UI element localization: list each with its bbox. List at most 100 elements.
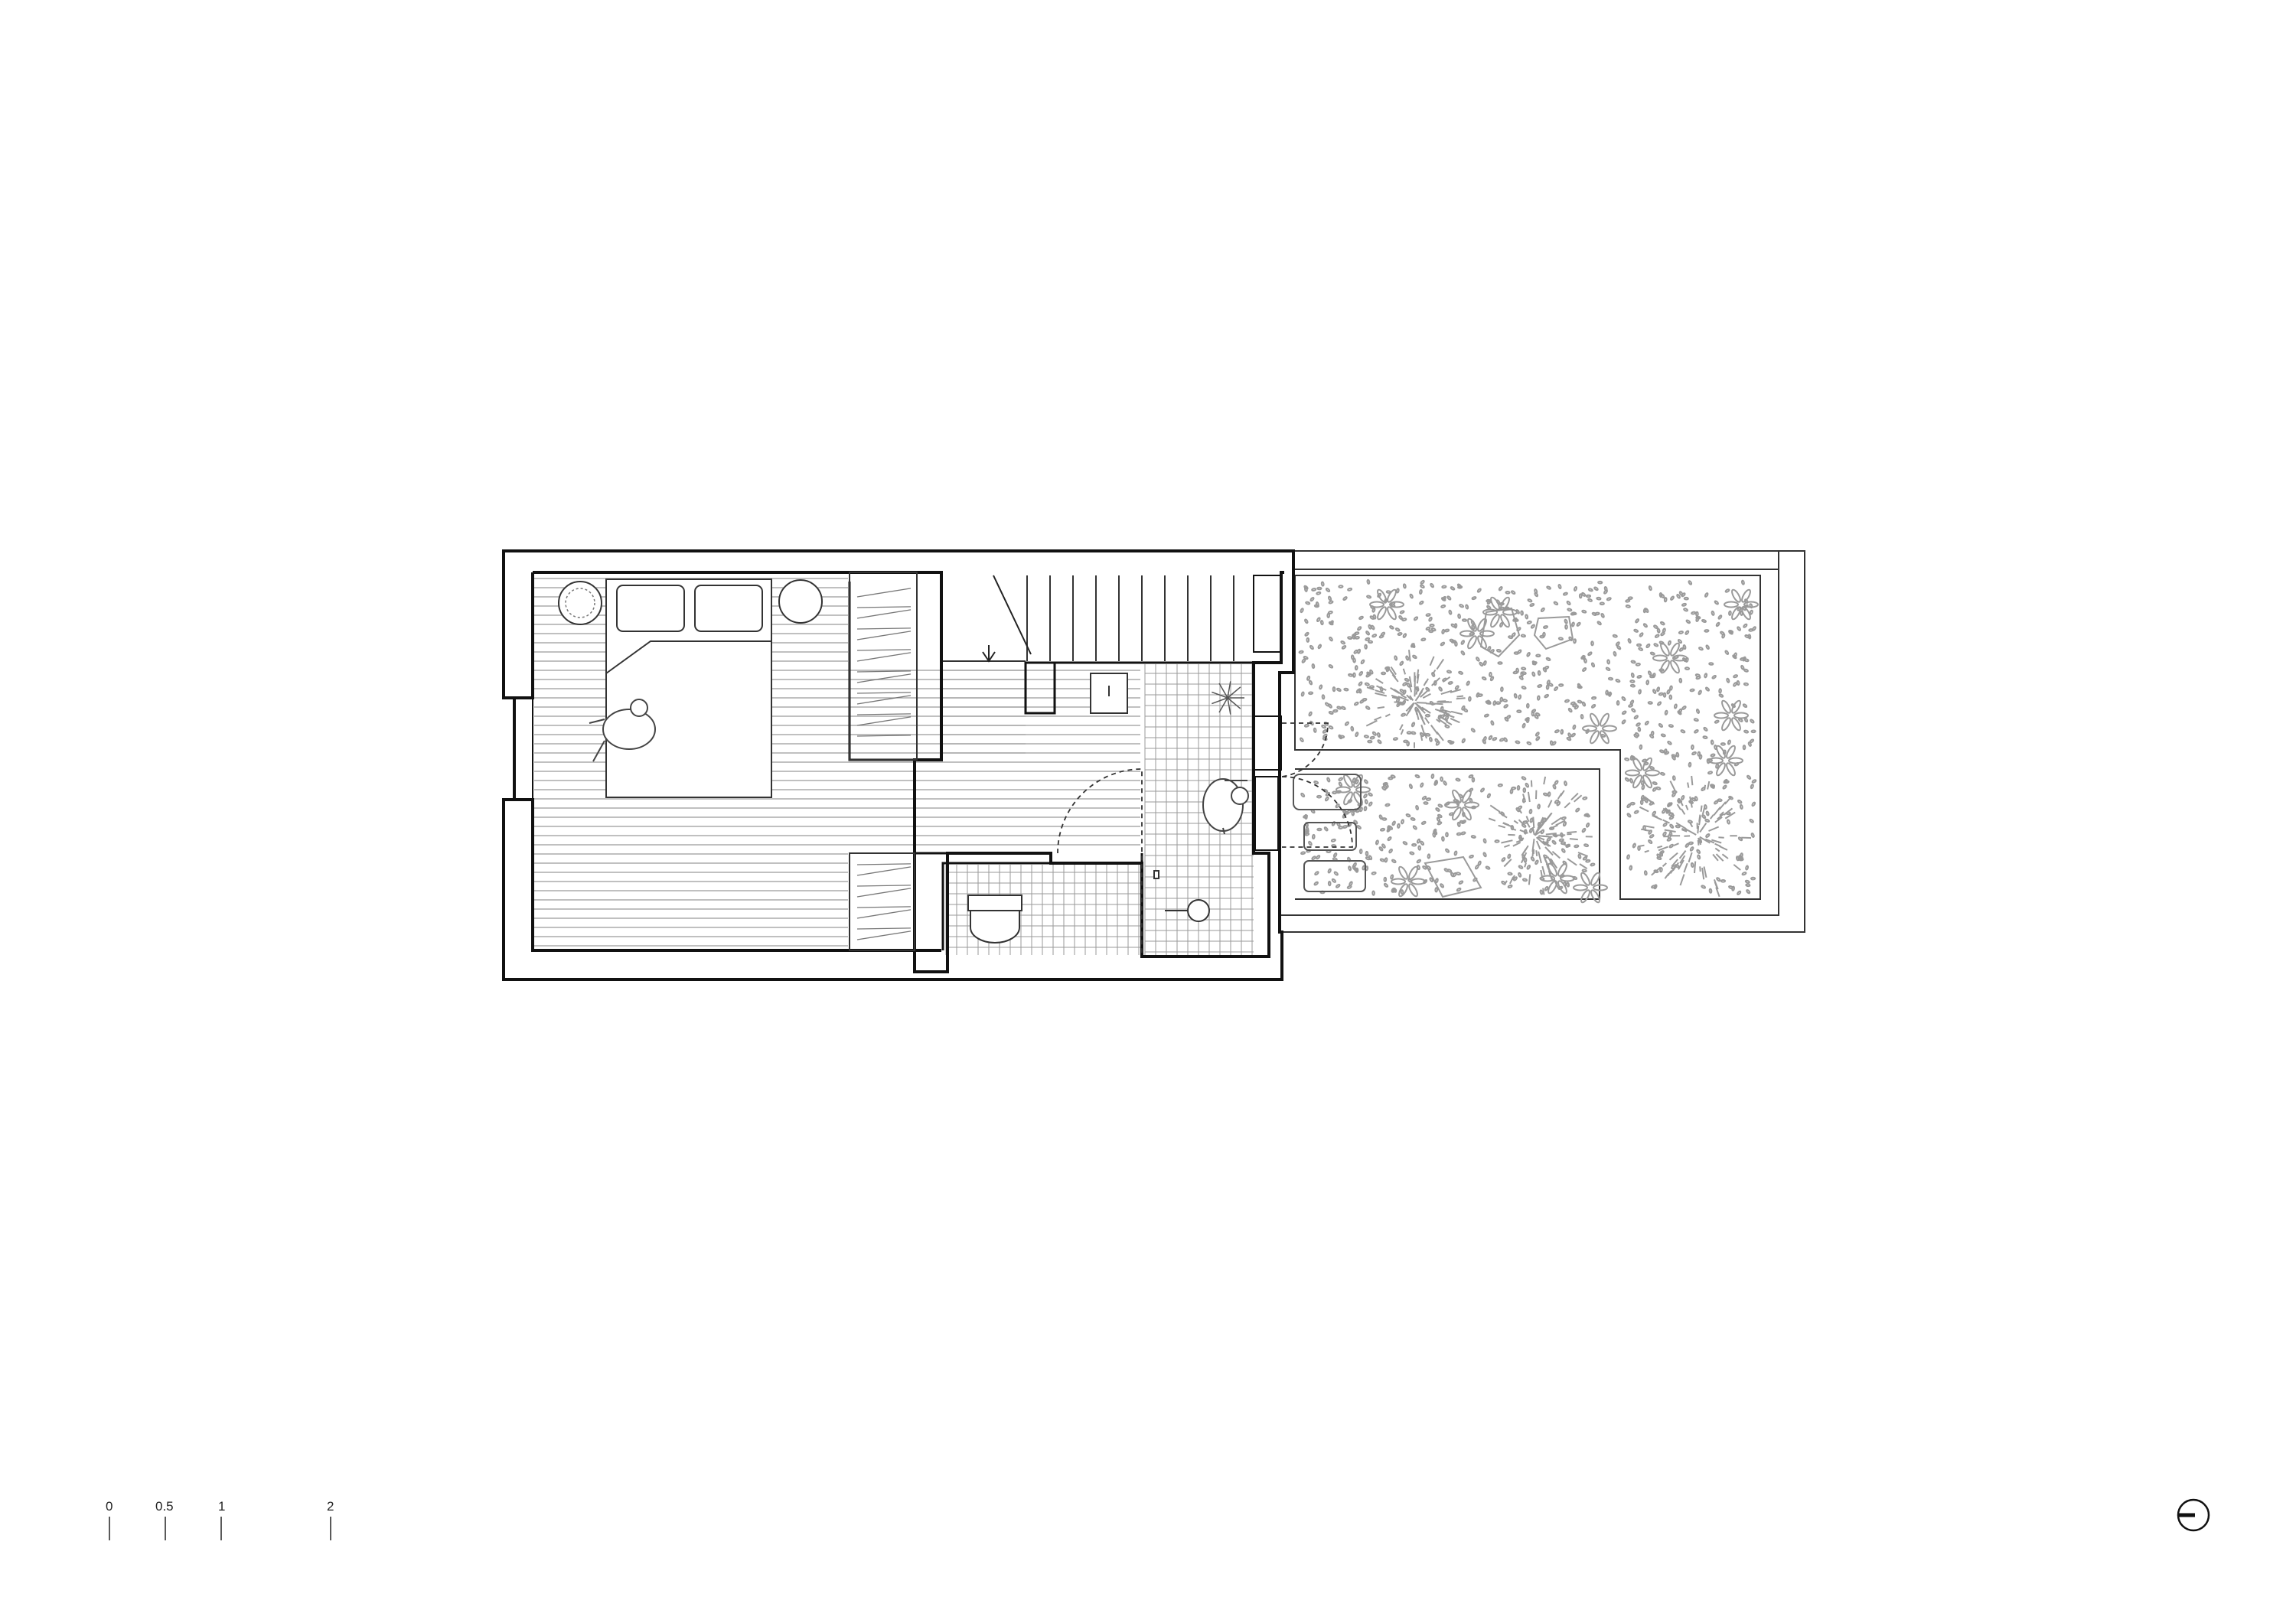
planting-mark bbox=[1685, 619, 1691, 624]
planting-mark bbox=[1716, 877, 1721, 882]
shrub-stroke bbox=[1391, 673, 1399, 683]
shrub-stroke bbox=[1574, 794, 1583, 803]
potted-plant-icon bbox=[1212, 681, 1244, 715]
flower-petal bbox=[1573, 884, 1588, 891]
planting-mark bbox=[1306, 675, 1311, 681]
shrub-stroke bbox=[1560, 790, 1565, 797]
planting-mark bbox=[1577, 685, 1583, 689]
planting-mark bbox=[1363, 735, 1369, 738]
planting-mark bbox=[1530, 856, 1535, 862]
planting-mark bbox=[1479, 661, 1484, 667]
inner-wall-top bbox=[514, 572, 534, 699]
planting-mark bbox=[1594, 611, 1600, 616]
planting-mark bbox=[1419, 588, 1423, 595]
planting-mark bbox=[1558, 683, 1564, 687]
planting-mark bbox=[1526, 864, 1531, 870]
planting-mark bbox=[1458, 880, 1464, 885]
shrub-stroke bbox=[1550, 824, 1558, 829]
planting-mark bbox=[1711, 674, 1717, 680]
planting-mark bbox=[1411, 643, 1416, 648]
planting-mark bbox=[1671, 792, 1676, 797]
shrub-stroke bbox=[1446, 713, 1455, 719]
planting-mark bbox=[1382, 784, 1388, 790]
planting-mark bbox=[1649, 834, 1655, 839]
planting-mark bbox=[1558, 838, 1564, 842]
planting-mark bbox=[1400, 889, 1404, 895]
planting-mark bbox=[1626, 813, 1632, 818]
planting-mark bbox=[1530, 624, 1535, 629]
hanger-line bbox=[856, 695, 912, 705]
planting-mark bbox=[1379, 858, 1385, 862]
shrub-stroke bbox=[1664, 829, 1676, 833]
planting-mark bbox=[1681, 706, 1687, 710]
planting-mark bbox=[1687, 820, 1693, 824]
planting-mark bbox=[1368, 624, 1372, 630]
shrub-stroke bbox=[1701, 807, 1705, 815]
flower-petal bbox=[1336, 786, 1351, 794]
planting-mark bbox=[1409, 593, 1414, 599]
planting-mark bbox=[1383, 882, 1389, 888]
planting-mark bbox=[1751, 779, 1757, 784]
planting-mark bbox=[1544, 665, 1550, 670]
planting-mark bbox=[1459, 820, 1465, 824]
planting-mark bbox=[1306, 637, 1310, 643]
flower-petal bbox=[1590, 872, 1600, 886]
planting-mark bbox=[1414, 774, 1420, 779]
planting-mark bbox=[1659, 851, 1664, 857]
planting-mark bbox=[1298, 650, 1304, 654]
flower-petal bbox=[1741, 588, 1751, 603]
planting-mark bbox=[1728, 610, 1732, 616]
planting-mark bbox=[1309, 597, 1315, 602]
planting-mark bbox=[1305, 601, 1311, 605]
flower-petal bbox=[1731, 606, 1741, 621]
shrub-stroke bbox=[1375, 692, 1388, 697]
planting-mark bbox=[1300, 851, 1306, 855]
planting-mark bbox=[1328, 664, 1334, 669]
planting-mark bbox=[1353, 649, 1358, 654]
planting-mark bbox=[1660, 593, 1665, 599]
planting-mark bbox=[1596, 596, 1602, 601]
flower-petal bbox=[1726, 762, 1736, 777]
planting-mark bbox=[1489, 676, 1495, 682]
shrub-stroke bbox=[1679, 855, 1686, 864]
planting-mark bbox=[1450, 623, 1456, 628]
shrub-stroke bbox=[1698, 814, 1701, 823]
shrub-stroke bbox=[1535, 850, 1538, 857]
hanger-line bbox=[856, 863, 912, 865]
shrub-stroke bbox=[1704, 784, 1707, 790]
planting-mark bbox=[1587, 598, 1593, 602]
planting-mark bbox=[1737, 799, 1743, 804]
planting-mark bbox=[1590, 703, 1596, 709]
shrub-stroke bbox=[1570, 792, 1579, 801]
flower-petal bbox=[1733, 712, 1749, 719]
planting-mark bbox=[1526, 741, 1532, 745]
planting-mark bbox=[1328, 595, 1332, 601]
shrub-stroke bbox=[1675, 822, 1687, 829]
planting-mark bbox=[1367, 640, 1374, 644]
planting-mark bbox=[1630, 672, 1635, 678]
planting-mark bbox=[1721, 633, 1726, 639]
planting-mark bbox=[1653, 884, 1658, 890]
planting-mark bbox=[1434, 887, 1439, 893]
shrub-stroke bbox=[1707, 781, 1711, 790]
planting-mark bbox=[1301, 658, 1306, 663]
planting-mark bbox=[1570, 611, 1576, 616]
flower-petal bbox=[1716, 762, 1726, 777]
planting-mark bbox=[1696, 849, 1701, 854]
shrub-stroke bbox=[1414, 690, 1424, 702]
shrub-stroke bbox=[1424, 717, 1430, 724]
flower-petal bbox=[1355, 786, 1371, 794]
planting-hatch bbox=[1298, 578, 1759, 904]
planting-mark bbox=[1581, 609, 1587, 614]
planting-mark bbox=[1581, 592, 1587, 597]
person-2-body bbox=[1202, 778, 1244, 832]
planting-mark bbox=[1388, 776, 1394, 781]
flower-petal bbox=[1490, 614, 1500, 628]
shrub-stroke bbox=[1431, 677, 1440, 686]
planting-mark bbox=[1645, 643, 1651, 649]
planting-mark bbox=[1311, 855, 1316, 861]
planting-mark bbox=[1718, 693, 1724, 698]
planting-mark bbox=[1392, 737, 1398, 741]
planting-mark bbox=[1741, 872, 1747, 876]
shrub-stroke bbox=[1420, 688, 1430, 698]
